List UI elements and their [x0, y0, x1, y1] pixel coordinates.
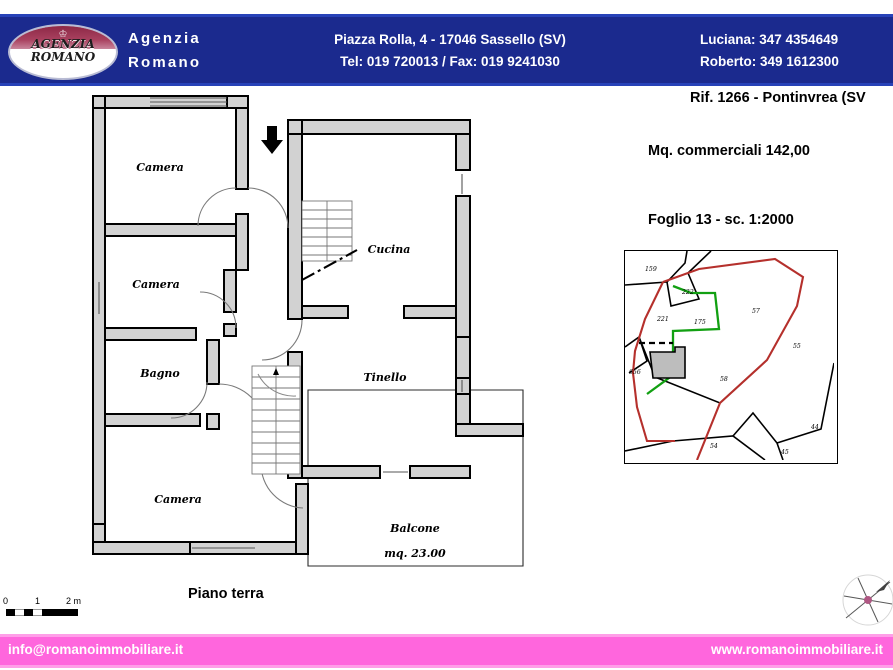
parcel-number: 159 [645, 266, 657, 273]
agency-address-block: Piazza Rolla, 4 - 17046 Sassello (SV) Te… [300, 29, 600, 73]
boundary-red-lower [631, 281, 675, 443]
building-footprint [649, 346, 686, 379]
agency-name-line1: Agenzia [128, 30, 201, 47]
section-break-line [301, 249, 358, 281]
agency-address: Piazza Rolla, 4 - 17046 Sassello (SV) [334, 32, 566, 47]
parcel-number: 222 [681, 289, 694, 296]
logo-oval: ♔ AGENZIA ROMANO [8, 24, 118, 80]
parcel-number: 45 [780, 449, 789, 456]
page-header: ♔ AGENZIA ROMANO Agenzia Romano Piazza R… [0, 14, 893, 86]
property-reference: Rif. 1266 - Pontinvrea (SV [690, 90, 866, 106]
parcel-number: 54 [710, 443, 718, 450]
scale-tick-1: 1 [35, 596, 41, 606]
floor-plan: Camera Camera Bagno Camera Cucina Tinell… [0, 84, 620, 614]
room-labels: Camera Camera Bagno Camera Cucina Tinell… [132, 161, 446, 560]
commercial-surface: Mq. commerciali 142,00 [648, 143, 810, 159]
room-label: Cucina [368, 243, 411, 256]
logo-line-2: ROMANO [30, 50, 96, 64]
scale-tick-2: 2 m [66, 596, 82, 606]
room-label: Camera [136, 161, 183, 174]
parcel-number: 221 [656, 316, 669, 323]
floor-title: Piano terra [188, 586, 264, 602]
staircase-lower [251, 365, 301, 475]
room-label: Camera [154, 493, 201, 506]
agency-name: Agenzia Romano [128, 27, 201, 75]
scale-bar [6, 609, 78, 616]
agency-logo: ♔ AGENZIA ROMANO [8, 24, 118, 80]
parcel-number: 175 [694, 319, 706, 326]
parcel-number: 44 [810, 424, 819, 431]
staircase-upper [301, 200, 358, 281]
page-footer: info@romanoimmobiliare.it www.romanoimmo… [0, 634, 893, 668]
room-label: Camera [132, 278, 179, 291]
crown-icon: ♔ [58, 29, 68, 40]
contact-roberto: Roberto: 349 1612300 [700, 54, 839, 69]
entrance-arrow-icon [261, 126, 283, 154]
balcony-area-label: mq. 23.00 [384, 547, 446, 560]
agency-phone-fax: Tel: 019 720013 / Fax: 019 9241030 [340, 54, 560, 69]
parcel-number: 58 [720, 376, 728, 383]
parcel-number: 55 [793, 343, 801, 350]
cadastral-sheet: Foglio 13 - sc. 1:2000 [648, 212, 794, 228]
boundary-red-upper [662, 257, 805, 461]
footer-website-link[interactable]: www.romanoimmobiliare.it [710, 642, 883, 657]
floor-plan-svg: Camera Camera Bagno Camera Cucina Tinell… [92, 95, 524, 567]
windows [98, 97, 463, 549]
agency-name-line2: Romano [128, 54, 202, 71]
parcel-number: 656 [629, 369, 641, 376]
footer-email-link[interactable]: info@romanoimmobiliare.it [8, 642, 184, 657]
room-label: Bagno [139, 367, 179, 380]
logo-top-band [10, 26, 116, 49]
room-label: Tinello [363, 371, 406, 384]
compass-rose-icon [842, 574, 893, 626]
cadastral-map: 159 222 221 175 57 55 58 656 54 44 45 [624, 250, 838, 464]
cadastral-map-svg: 159 222 221 175 57 55 58 656 54 44 45 [624, 250, 835, 461]
logo-line-1: AGENZIA [31, 37, 95, 51]
contact-luciana: Luciana: 347 4354649 [700, 32, 839, 47]
scale-tick-0: 0 [3, 596, 9, 606]
agency-contacts-block: Luciana: 347 4354649 Roberto: 349 161230… [700, 29, 893, 73]
parcel-number-labels: 159 222 221 175 57 55 58 656 54 44 45 [629, 266, 819, 456]
balcony-label: Balcone [389, 522, 440, 535]
logo-script-text: AGENZIA ROMANO [10, 38, 116, 64]
parcel-number: 57 [752, 308, 760, 315]
